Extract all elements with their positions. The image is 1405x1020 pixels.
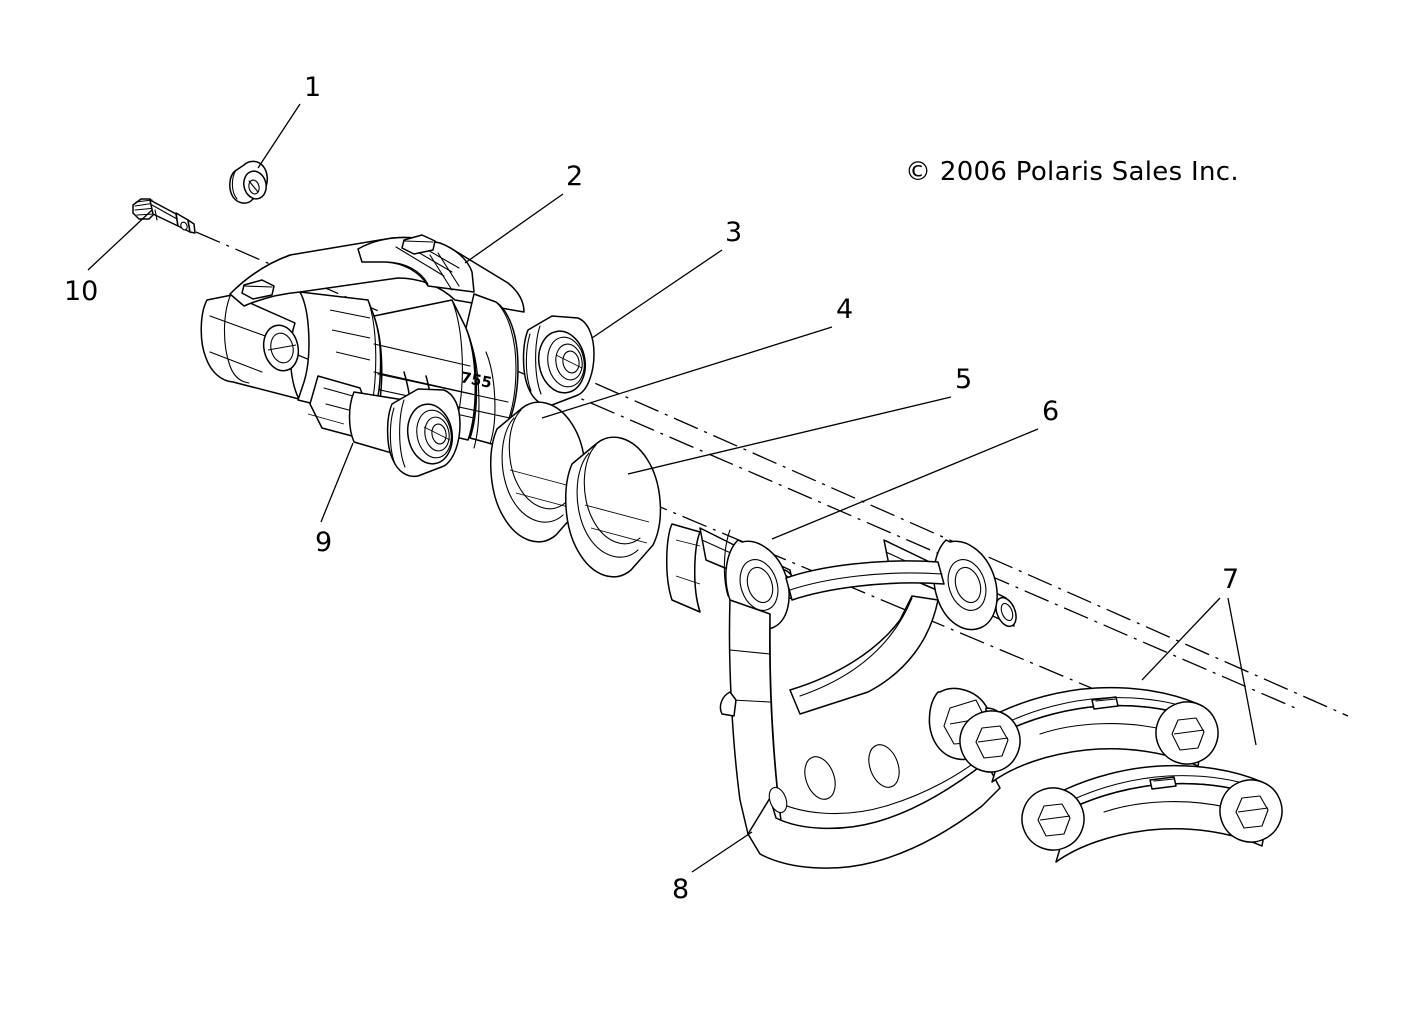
callout-number-9: 9 xyxy=(315,527,333,558)
leader-7b xyxy=(1227,597,1257,746)
leader-4 xyxy=(541,326,833,419)
part-piston-lower xyxy=(386,388,461,478)
leader-2 xyxy=(464,193,564,264)
leader-5 xyxy=(627,396,952,475)
caliper-body-stamp: 755 xyxy=(459,368,493,392)
callout-number-7: 7 xyxy=(1222,564,1240,595)
part-mounting-bracket xyxy=(719,539,1031,869)
part-bleeder-screw xyxy=(132,198,196,234)
part-piston-upper xyxy=(522,315,595,407)
callout-number-4: 4 xyxy=(836,294,854,325)
callout-number-6: 6 xyxy=(1042,396,1060,427)
callout-number-10: 10 xyxy=(64,276,99,307)
leader-10 xyxy=(87,209,153,271)
leader-7a xyxy=(1141,597,1221,681)
caliper-stamp-text: 755 xyxy=(459,368,493,392)
leader-3 xyxy=(591,249,723,339)
part-seal-ring-inner xyxy=(565,436,662,578)
part-bushing-cap xyxy=(229,160,268,204)
part-brake-pad-lower xyxy=(1021,764,1283,863)
callout-number-8: 8 xyxy=(672,874,690,905)
callout-number-5: 5 xyxy=(955,364,973,395)
leader-9 xyxy=(320,442,354,523)
leader-1 xyxy=(257,103,301,169)
callout-number-2: 2 xyxy=(566,161,584,192)
leader-6 xyxy=(771,428,1039,540)
callout-leader-lines xyxy=(87,103,1257,873)
leader-8 xyxy=(691,831,753,873)
part-caliper-body xyxy=(200,234,525,465)
callout-number-3: 3 xyxy=(725,217,743,248)
callout-number-1: 1 xyxy=(304,72,322,103)
part-brake-pad-upper xyxy=(959,686,1219,783)
copyright-notice: © 2006 Polaris Sales Inc. xyxy=(905,157,1239,187)
